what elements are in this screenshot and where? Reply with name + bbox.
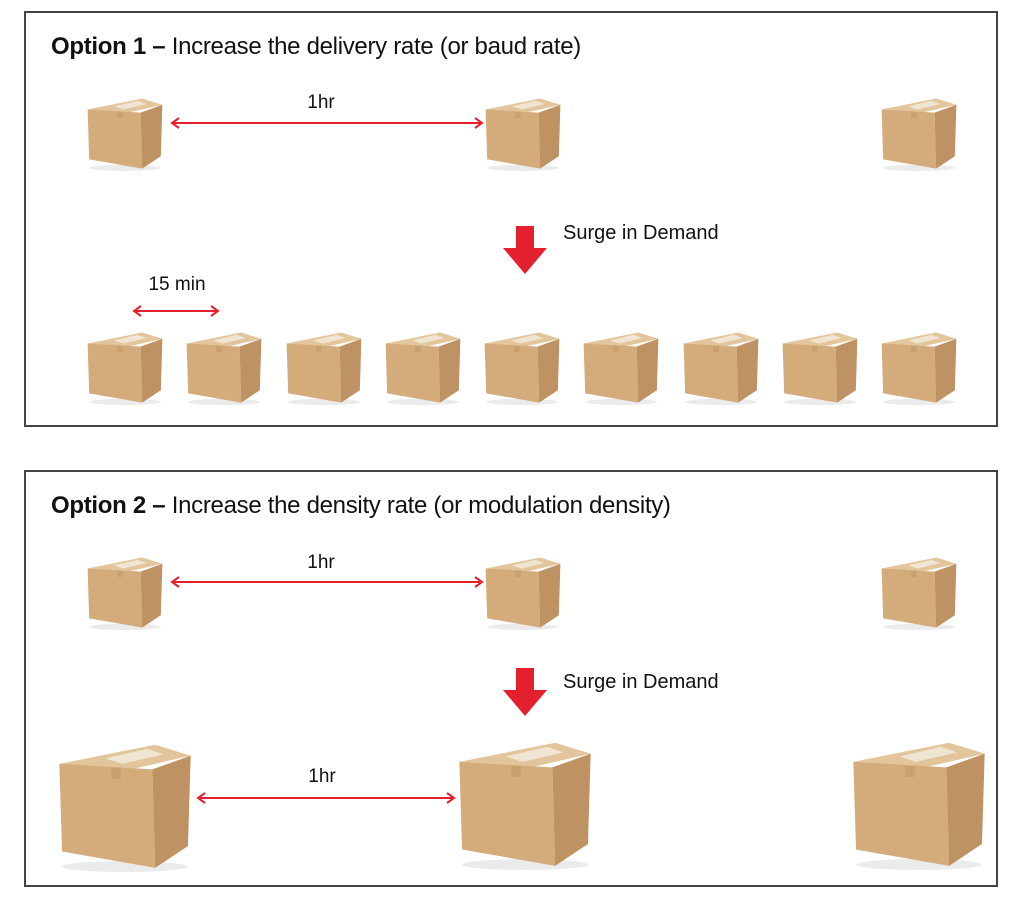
interval-label-1hr: 1hr [307, 92, 335, 113]
cardboard-box-icon [483, 331, 561, 405]
option-2-heading: Option 2 – Increase the density rate (or… [51, 492, 671, 520]
interval-label-1hr: 1hr [307, 552, 335, 573]
double-headed-arrow-icon [196, 792, 456, 804]
cardboard-box-icon [880, 97, 958, 171]
option-2-panel: Option 2 – Increase the density rate (or… [24, 470, 998, 887]
cardboard-box-icon-large [850, 740, 988, 870]
cardboard-box-icon [86, 556, 164, 630]
option-1-panel: Option 1 – Increase the delivery rate (o… [24, 11, 998, 427]
cardboard-box-icon [86, 331, 164, 405]
cardboard-box-icon [185, 331, 263, 405]
cardboard-box-icon [484, 97, 562, 171]
cardboard-box-icon [285, 331, 363, 405]
interval-label-1hr: 1hr [308, 766, 336, 787]
surge-in-demand-label: Surge in Demand [563, 222, 719, 244]
double-headed-arrow-icon [170, 576, 484, 588]
double-headed-arrow-icon [132, 305, 220, 317]
interval-label-15min: 15 min [148, 274, 206, 295]
option-1-title-bold: Option 1 – [51, 33, 166, 60]
down-arrow-icon [503, 668, 547, 716]
option-2-title-text: Increase the density rate (or modulation… [171, 492, 671, 519]
cardboard-box-icon [484, 556, 562, 630]
surge-in-demand-label: Surge in Demand [563, 671, 719, 693]
cardboard-box-icon [682, 331, 760, 405]
cardboard-box-icon [582, 331, 660, 405]
cardboard-box-icon [781, 331, 859, 405]
double-headed-arrow-icon [170, 117, 484, 129]
option-1-heading: Option 1 – Increase the delivery rate (o… [51, 33, 581, 61]
cardboard-box-icon [86, 97, 164, 171]
cardboard-box-icon-large [456, 740, 594, 870]
cardboard-box-icon [880, 556, 958, 630]
cardboard-box-icon [384, 331, 462, 405]
cardboard-box-icon-large [56, 742, 194, 872]
option-2-title-bold: Option 2 – [51, 492, 166, 519]
down-arrow-icon [503, 226, 547, 274]
option-1-title-text: Increase the delivery rate (or baud rate… [171, 33, 582, 60]
cardboard-box-icon [880, 331, 958, 405]
